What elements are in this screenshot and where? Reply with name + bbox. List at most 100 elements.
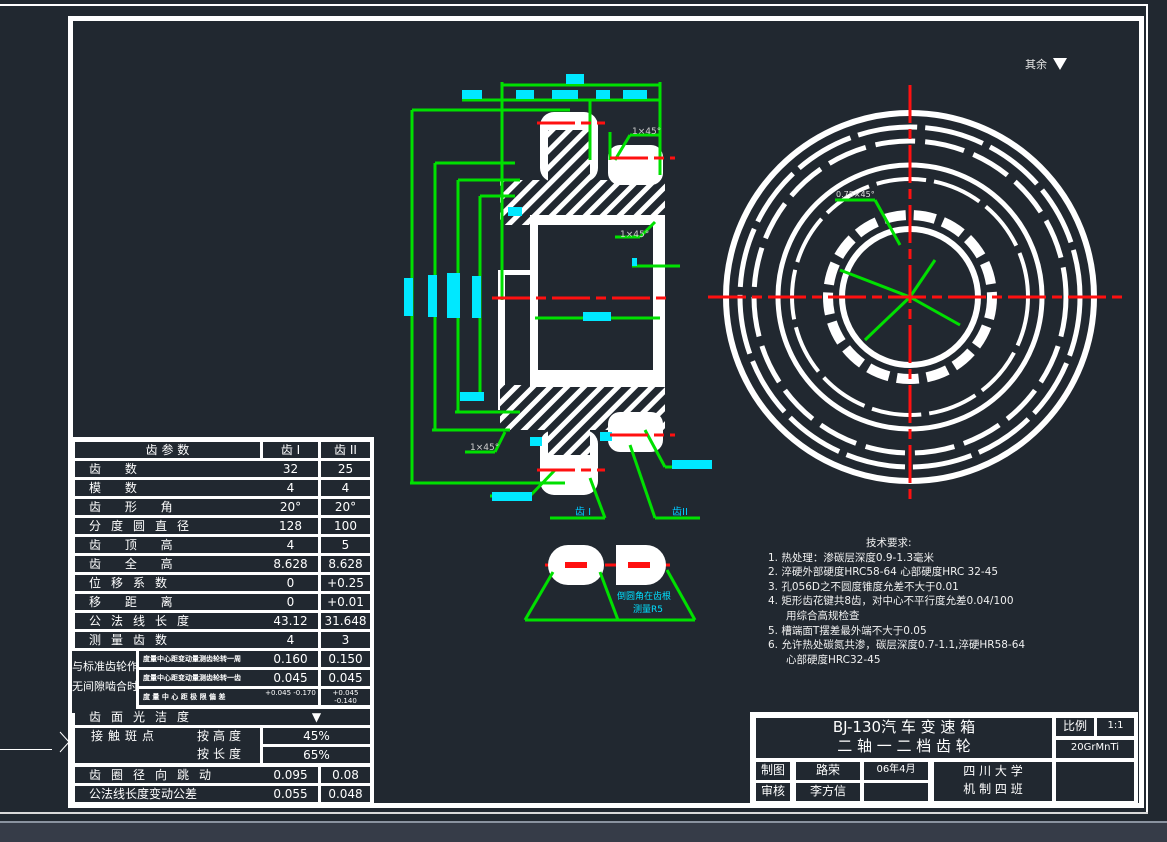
material: 20GrMnTi bbox=[1056, 740, 1134, 758]
surface-finish-icon bbox=[1053, 58, 1067, 70]
param-value-gear1: 128 bbox=[263, 518, 318, 534]
param-value-gear1: 0 bbox=[263, 594, 318, 610]
keyway-detail: 倒圆角在齿根 测量R5 bbox=[523, 545, 697, 622]
mesh-value-gear2: +0.045 -0.140 bbox=[321, 689, 370, 705]
requirement-item: 用综合高规检查 bbox=[786, 609, 860, 622]
drawing-title: BJ-130汽 车 变 速 箱二 轴 一 二 档 齿 轮 bbox=[756, 718, 1052, 758]
mesh-value-gear1: 0.160 bbox=[263, 651, 318, 667]
wn-tolerance-label: 公法线长度变动公差 bbox=[75, 786, 274, 802]
empty-cell bbox=[1056, 762, 1134, 801]
param-value-gear2: 20° bbox=[321, 499, 370, 515]
requirement-item: 3. 孔056D之不圆度锥度允差不大于0.01 bbox=[768, 580, 959, 593]
runout-label: 齿圈径向跳动 bbox=[75, 767, 274, 783]
mesh-param-name: 度量中心距变动量测齿轮转一周 bbox=[139, 651, 264, 667]
gear-1-label: 齿 I bbox=[575, 506, 591, 518]
table-header: 齿 参 数 bbox=[75, 442, 260, 458]
keyway-note: 倒圆角在齿根 bbox=[617, 590, 671, 602]
date: 06年4月 bbox=[864, 762, 928, 780]
chamfer-label: 1×45° bbox=[620, 230, 649, 240]
param-value-gear2: 5 bbox=[321, 537, 370, 553]
param-value-gear2: +0.25 bbox=[321, 575, 370, 591]
surface-finish-label: 齿面光洁度 bbox=[75, 709, 274, 725]
param-name: 位移系数 bbox=[75, 575, 274, 591]
keyway-note: 测量R5 bbox=[633, 604, 663, 615]
title-block: BJ-130汽 车 变 速 箱二 轴 一 二 档 齿 轮 比例 1:1 20Gr… bbox=[750, 712, 1138, 804]
param-value-gear1: 43.12 bbox=[263, 613, 318, 629]
checked-by: 李方信 bbox=[796, 783, 860, 801]
requirement-item: 4. 矩形齿花键共8齿，对中心不平行度允差0.04/100 bbox=[768, 595, 1014, 608]
table-header: 齿 I bbox=[263, 442, 318, 458]
chamfer-label: 0.75×45° bbox=[836, 190, 875, 199]
chamfer-label: 1×45° bbox=[470, 443, 499, 453]
param-value-gear2: 31.648 bbox=[321, 613, 370, 629]
section-view bbox=[498, 112, 665, 495]
outer-border-top bbox=[0, 4, 1148, 6]
drawn-label: 制图 bbox=[756, 762, 790, 780]
requirement-item: 2. 淬硬外部硬度HRC58-64 心部硬度HRC 32-45 bbox=[768, 566, 999, 579]
mesh-group-label-line: 无间隙啮合时 bbox=[72, 680, 136, 693]
dimension-values bbox=[404, 74, 712, 501]
dimension-lines bbox=[410, 82, 710, 520]
surface-finish-value: ▼ bbox=[263, 709, 370, 725]
param-value-gear2: 8.628 bbox=[321, 556, 370, 572]
requirement-item: 心部硬度HRC32-45 bbox=[786, 653, 881, 666]
technical-requirements: 技术要求: 1. 热处理：渗碳层深度0.9-1.3毫米 2. 淬硬外部硬度HRC… bbox=[768, 536, 1025, 667]
requirements-title: 技术要求: bbox=[866, 537, 912, 549]
cursor-crosshair bbox=[0, 749, 52, 750]
requirement-item: 1. 热处理：渗碳层深度0.9-1.3毫米 bbox=[768, 551, 935, 564]
param-value-gear1: 4 bbox=[263, 480, 318, 496]
contact-height-value: 45% bbox=[263, 728, 370, 744]
gear-2-label: 齿II bbox=[672, 506, 688, 518]
mesh-group-label: 与标准齿轮作无间隙啮合时 bbox=[72, 651, 136, 713]
mesh-value-gear2: 0.045 bbox=[321, 670, 370, 686]
param-name: 分度圆直径 bbox=[75, 518, 274, 534]
runout-gear2: 0.08 bbox=[321, 767, 370, 783]
by-height-label: 按高度 bbox=[197, 729, 246, 743]
outer-border-right bbox=[1146, 4, 1148, 814]
param-name: 公法线长度 bbox=[75, 613, 274, 629]
mesh-value-gear1: 0.045 bbox=[263, 670, 318, 686]
param-name: 移 距 离 bbox=[75, 594, 274, 610]
status-bar bbox=[0, 821, 1167, 842]
requirement-item: 5. 槽端面T摆差最外端不大于0.05 bbox=[768, 624, 927, 637]
wn-tolerance-gear1: 0.055 bbox=[263, 786, 318, 802]
mesh-group-label-line: 与标准齿轮作 bbox=[72, 660, 136, 673]
mesh-value-gear2: 0.150 bbox=[321, 651, 370, 667]
param-value-gear2: 25 bbox=[321, 461, 370, 477]
param-value-gear1: 20° bbox=[263, 499, 318, 515]
end-view-leaders bbox=[835, 198, 961, 342]
drawn-by: 路荣 bbox=[796, 762, 860, 780]
param-value-gear2: 3 bbox=[321, 632, 370, 648]
organization: 四 川 大 学机 制 四 班 bbox=[934, 762, 1052, 801]
requirement-item: 6. 允许热处碳氮共渗，碳层深度0.7-1.1,淬硬HR58-64 bbox=[768, 639, 1026, 652]
scale-value: 1:1 bbox=[1097, 718, 1134, 736]
param-value-gear2: +0.01 bbox=[321, 594, 370, 610]
param-name: 模 数 bbox=[75, 480, 274, 496]
table-header: 齿 II bbox=[321, 442, 370, 458]
drawing-frame bbox=[68, 16, 1144, 808]
checked-label: 审核 bbox=[756, 783, 790, 801]
by-length-label: 按长度 bbox=[197, 747, 246, 761]
contact-length-value: 65% bbox=[263, 747, 370, 763]
param-name: 齿 形 角 bbox=[75, 499, 274, 515]
param-value-gear1: 4 bbox=[263, 537, 318, 553]
mesh-value-gear1: +0.045 -0.170 bbox=[263, 689, 318, 705]
contact-label-cell: 接触斑点 按高度按长度 bbox=[75, 728, 260, 763]
param-name: 齿 数 bbox=[75, 461, 274, 477]
mesh-param-name: 度 量 中 心 距 极 限 偏 差 bbox=[139, 689, 264, 705]
wn-tolerance-gear2: 0.048 bbox=[321, 786, 370, 802]
param-value-gear1: 8.628 bbox=[263, 556, 318, 572]
chamfer-label: 1×45° bbox=[632, 127, 661, 137]
param-value-gear1: 32 bbox=[263, 461, 318, 477]
param-value-gear1: 0 bbox=[263, 575, 318, 591]
param-name: 测量齿数 bbox=[75, 632, 274, 648]
contact-label: 接触斑点 bbox=[91, 729, 160, 743]
runout-gear1: 0.095 bbox=[263, 767, 318, 783]
param-value-gear2: 4 bbox=[321, 480, 370, 496]
empty-cell bbox=[864, 783, 928, 801]
mesh-param-name: 度量中心距变动量测齿轮转一齿 bbox=[139, 670, 264, 686]
param-value-gear2: 100 bbox=[321, 518, 370, 534]
param-name: 齿 顶 高 bbox=[75, 537, 274, 553]
